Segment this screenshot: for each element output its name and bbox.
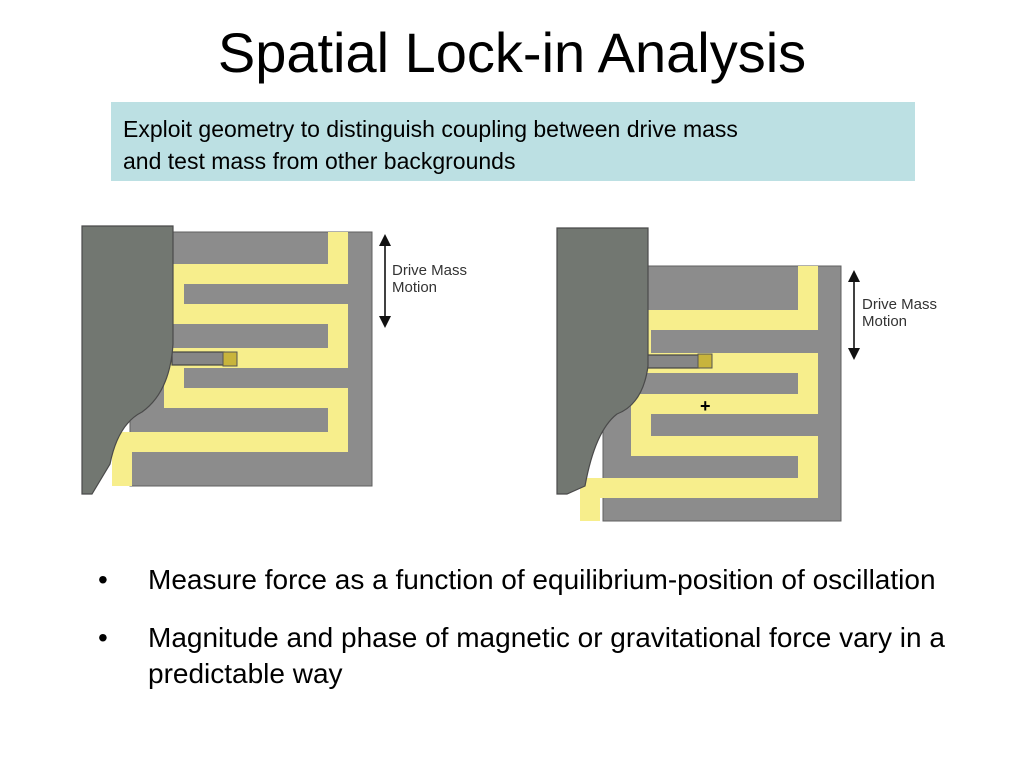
bullet-item: Magnitude and phase of magnetic or gravi… (92, 620, 972, 692)
probe-tip (222, 351, 238, 367)
slide-title: Spatial Lock-in Analysis (217, 21, 807, 84)
double-arrow-icon (848, 270, 860, 360)
diagram-right: + Drive Mass Motion (555, 226, 975, 526)
double-arrow-icon (379, 234, 391, 328)
meander-coil (580, 266, 818, 521)
drive-mass-label-line-1: Drive Mass (862, 296, 937, 313)
equilibrium-marker: + (700, 396, 711, 416)
callout-line-2: and test mass from other backgrounds (123, 148, 516, 174)
drive-mass (81, 225, 174, 495)
callout-line-1: Exploit geometry to distinguish coupling… (123, 116, 738, 142)
drive-mass-label-line-2: Motion (862, 313, 907, 330)
drive-mass-label-line-2: Motion (392, 279, 437, 296)
drive-mass (556, 227, 649, 495)
diagram-left-svg: Drive Mass Motion (81, 225, 467, 495)
callout-box: Exploit geometry to distinguish coupling… (111, 102, 915, 181)
bullet-item: Measure force as a function of equilibri… (92, 562, 972, 598)
probe-arm (646, 354, 700, 369)
diagram-left: Drive Mass Motion (80, 224, 520, 504)
diagram-right-svg: + Drive Mass Motion (556, 227, 937, 522)
probe-tip (697, 353, 713, 369)
probe-arm (171, 351, 225, 366)
bullet-list: Measure force as a function of equilibri… (92, 562, 972, 714)
meander-coil (112, 232, 348, 486)
drive-mass-label-line-1: Drive Mass (392, 262, 467, 279)
